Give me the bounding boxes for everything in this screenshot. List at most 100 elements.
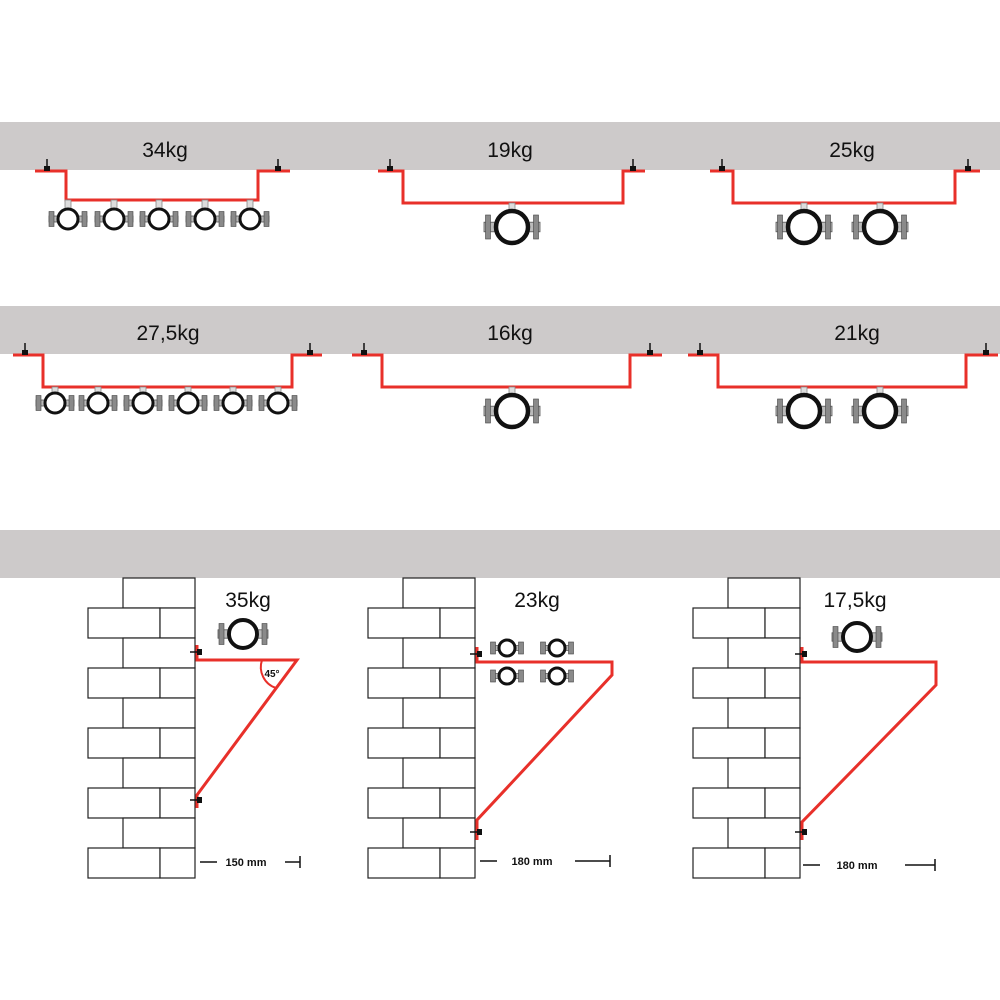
anchor-bolt-icon [197,797,202,803]
brick [367,607,441,639]
bolt-icon [185,211,192,227]
pipe-clamp-icon [775,386,833,430]
brick-wall [367,577,476,879]
wall-bracket [800,647,938,840]
load-label: 17,5kg [823,589,886,612]
brick [159,667,196,699]
clamp-ring [861,208,899,246]
brick [727,637,801,669]
clamp-ring [86,391,110,415]
distance-label: 180 mm [837,860,878,872]
ceiling-band-3 [0,530,1000,578]
bolt-icon [213,395,220,411]
brick [402,697,476,729]
brick [122,577,196,609]
load-label: 34kg [142,139,188,162]
brick [122,697,196,729]
brick [159,727,196,759]
brick [727,817,801,849]
bolt-icon [853,398,859,424]
bolt-icon [127,211,134,227]
clamp-ring [102,207,126,231]
anchor-bolt-icon [719,166,725,171]
bolt-icon [490,641,496,655]
load-label: 25kg [829,139,875,162]
brick [159,607,196,639]
brick [764,787,801,819]
bolt-icon [825,214,831,240]
ceiling-bracket [13,353,322,389]
clamp-ring [493,208,531,246]
brick-wall [87,577,196,879]
bolt-icon [518,669,524,683]
pipe-clamp-icon [48,199,88,231]
bolt-icon [218,623,225,645]
brick [692,667,766,699]
clamp-ring [131,391,155,415]
bolt-icon [172,211,179,227]
load-label: 19kg [487,139,533,162]
brick [439,607,476,639]
bolt-icon [78,395,85,411]
brick [122,757,196,789]
bolt-icon [111,395,118,411]
bolt-icon [540,641,546,655]
bolt-icon [263,211,270,227]
clamp-ring [493,392,531,430]
pipe-clamp-icon [217,618,269,650]
pipe-clamp-icon [483,202,541,246]
bolt-icon [94,211,101,227]
brick [727,757,801,789]
bolt-icon [533,214,539,240]
bolt-icon [261,623,268,645]
load-label: 27,5kg [136,322,199,345]
pipe-clamp-icon [258,386,298,415]
clamp-ring [266,391,290,415]
brick [367,667,441,699]
clamp-ring [547,666,567,686]
bolt-icon [485,398,491,424]
anchor-bolt-icon [22,350,28,355]
brick [727,577,801,609]
brick [692,727,766,759]
pipe-clamp-icon [851,202,909,246]
anchor-bolt-icon [44,166,50,171]
ceiling-bracket [710,169,980,205]
pipe-clamp-icon [35,386,75,415]
load-label: 35kg [225,589,271,612]
bolt-icon [777,398,783,424]
pipe-clamp-icon [94,199,134,231]
bolt-icon [201,395,208,411]
brick [87,667,161,699]
brick [122,637,196,669]
anchor-bolt-icon [697,350,703,355]
bolt-icon [533,398,539,424]
wall-bracket [195,645,300,808]
bolt-icon [35,395,42,411]
brick [402,637,476,669]
brick [764,727,801,759]
anchor-bolt-icon [477,829,482,835]
bolt-icon [68,395,75,411]
bolt-icon [291,395,298,411]
brick [692,787,766,819]
brick [692,847,766,879]
anchor-bolt-icon [361,350,367,355]
brick [692,607,766,639]
brick [367,727,441,759]
brick [87,847,161,879]
anchor-bolt-icon [802,829,807,835]
clamp-ring [497,638,517,658]
brick [764,847,801,879]
angle-arc [259,659,277,689]
bolt-icon [518,641,524,655]
bolt-icon [875,626,882,648]
clamp-ring [221,391,245,415]
clamp-ring [547,638,567,658]
bolt-icon [156,395,163,411]
pipe-clamp-icon [775,202,833,246]
ceiling-band-1 [0,122,1000,170]
clamp-ring [785,392,823,430]
